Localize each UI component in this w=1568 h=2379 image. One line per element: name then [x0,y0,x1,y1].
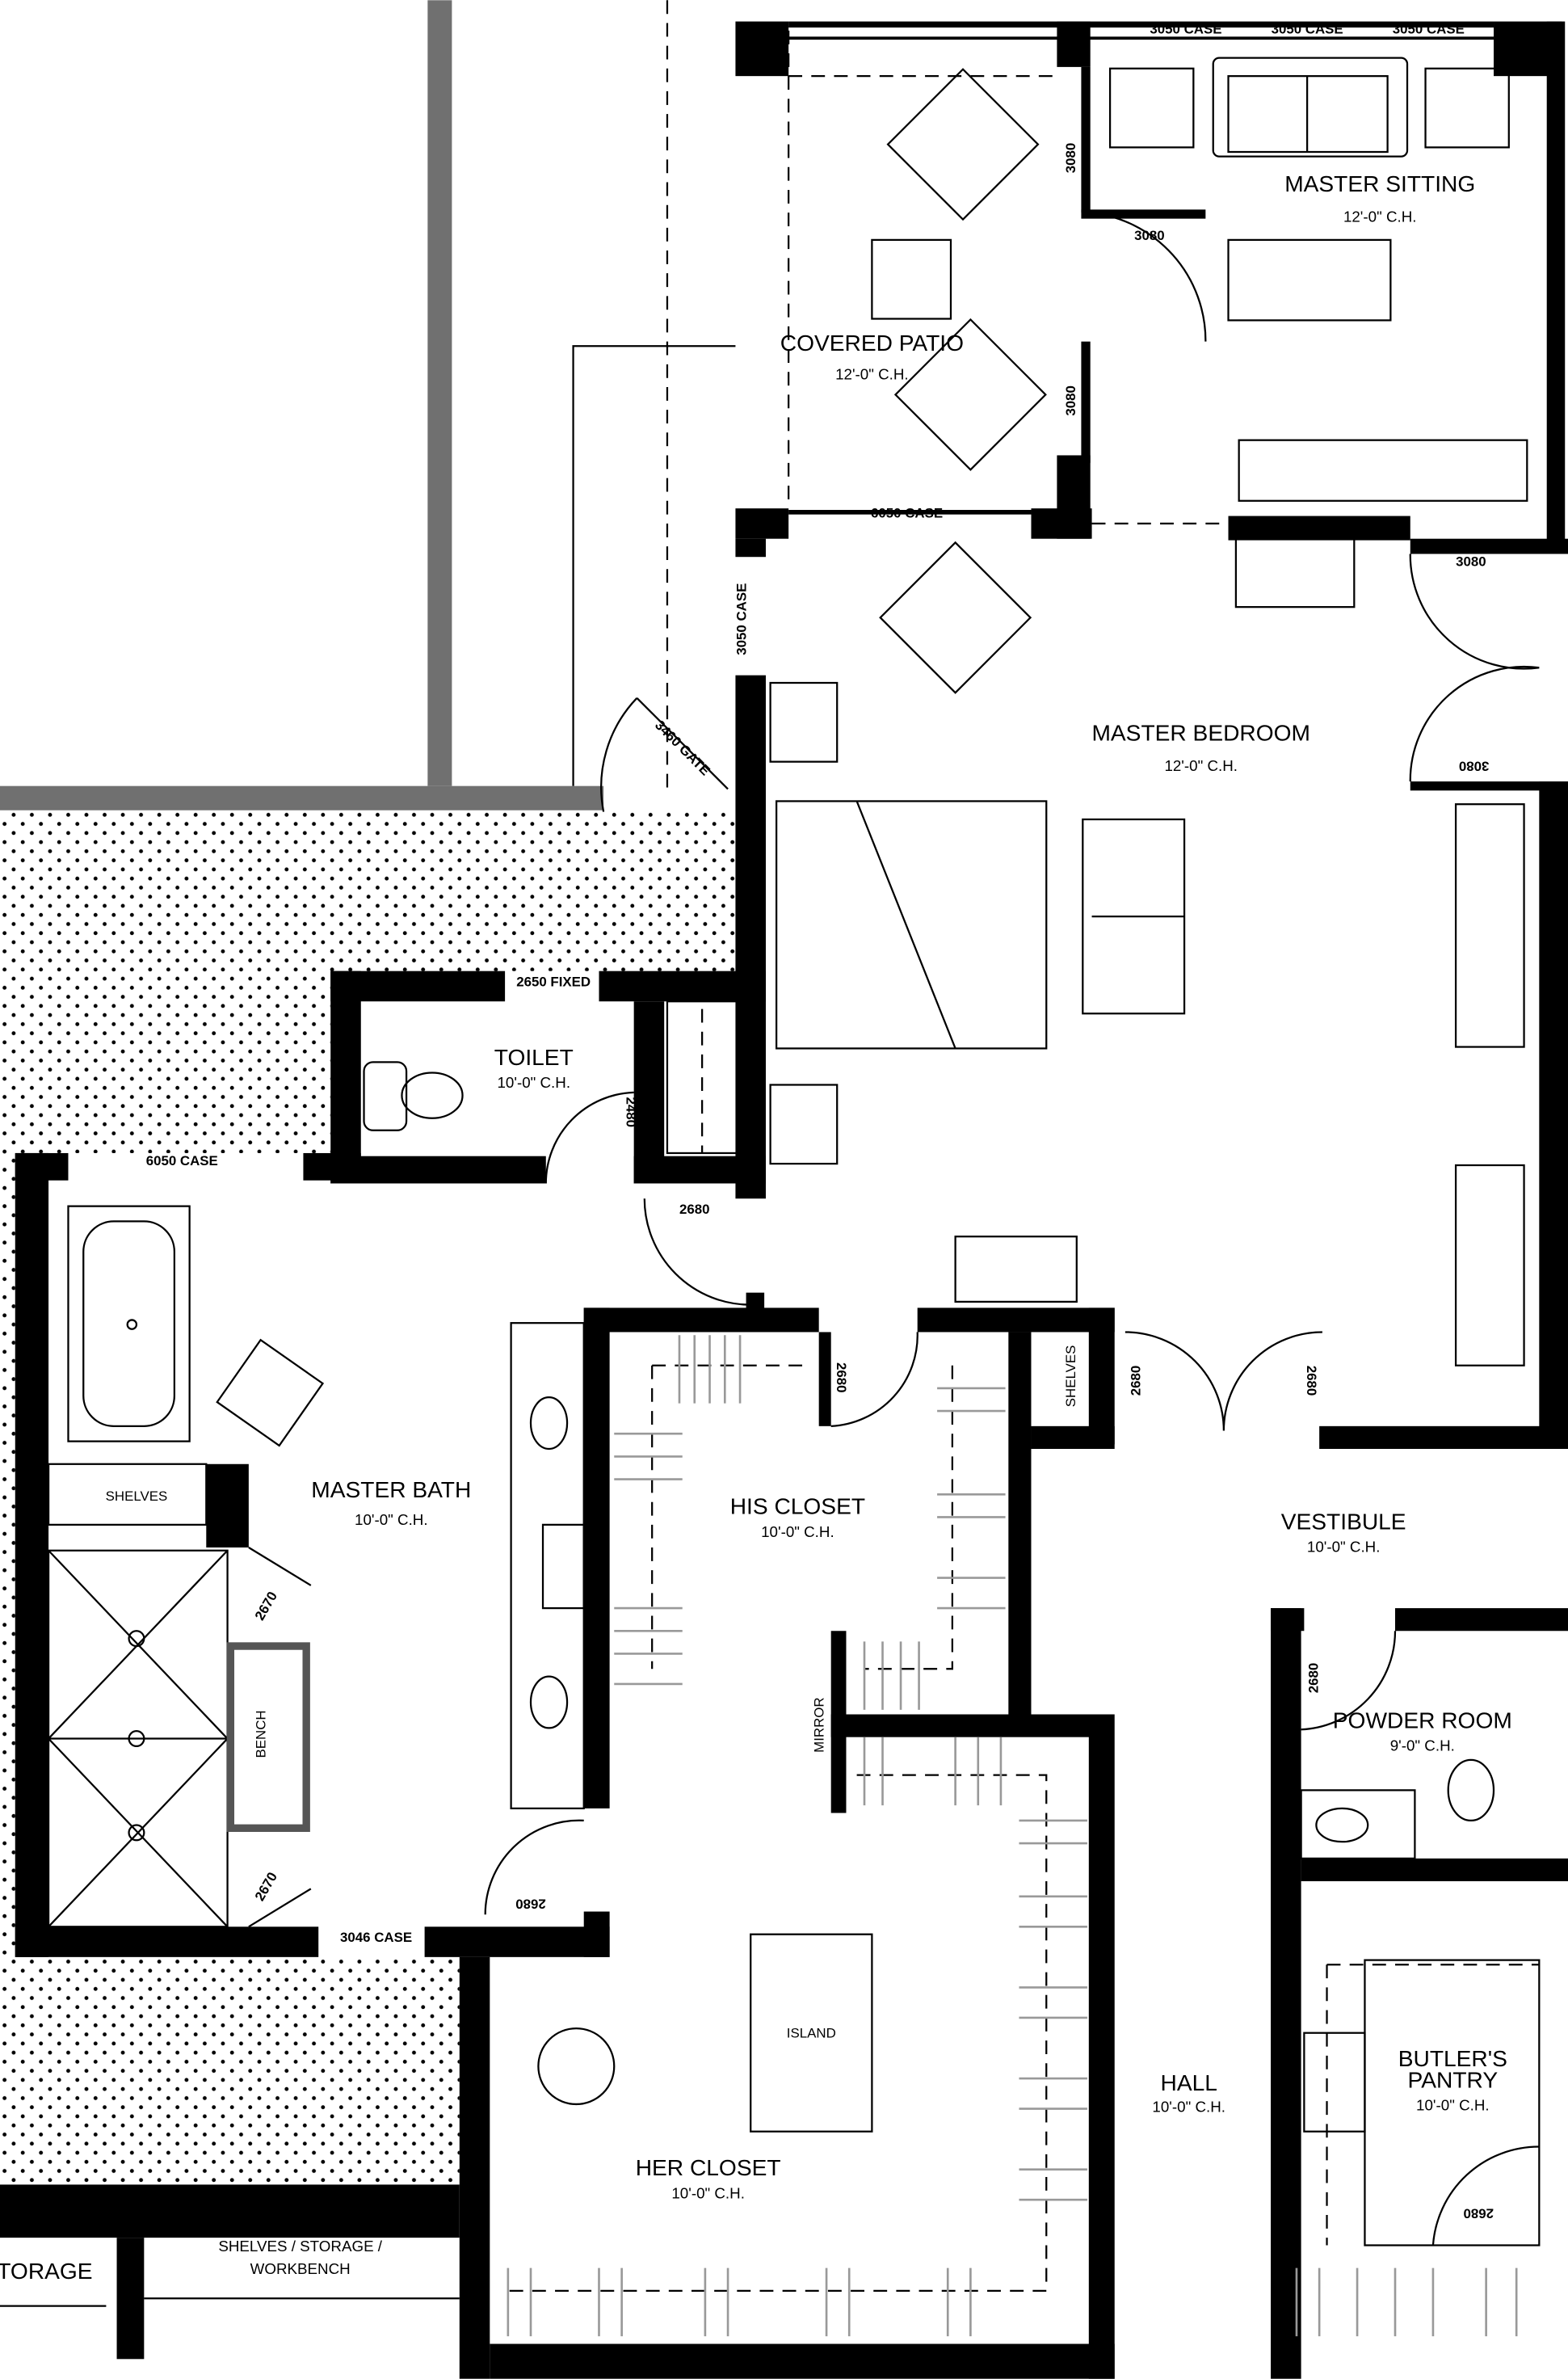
room-name-his-closet: HIS CLOSET [730,1494,865,1519]
ceiling-height-master-bath: 10'-0" C.H. [355,1511,428,1528]
room-name-master-bath: MASTER BATH [311,1477,471,1502]
ceiling-height-vestibule: 10'-0" C.H. [1307,1539,1381,1556]
furniture [0,57,1541,2307]
patio-outline [666,0,1410,789]
property-line [572,345,736,786]
room-name-powder-room: POWDER ROOM [1333,1707,1512,1733]
window-label: 3050 CASE [734,583,750,655]
fixture-labels: SHELVES SHELVES BENCH MIRROR ISLAND SHEL… [106,1345,1078,2278]
window-label: 6050 CASE [146,1153,218,1168]
room-name-covered-patio: COVERED PATIO [780,331,964,356]
window-label: 2650 FIXED [516,974,591,989]
window-label: 3050 CASE [1272,22,1343,37]
shelves-label: SHELVES [106,1488,168,1504]
workbench-label-line1: SHELVES / STORAGE / [218,2238,382,2255]
workbench-label-line2: WORKBENCH [250,2260,351,2277]
door-label: 2680 [1304,1366,1319,1396]
door-label: 2680 [1129,1366,1144,1396]
window-label: 3046 CASE [467,2027,482,2099]
window-label: 2060 FIXED [14,1832,29,1906]
window-label: 6050 CASE [871,505,943,520]
door-label: 3080 [1063,385,1078,416]
room-name-master-bedroom: MASTER BEDROOM [1091,720,1309,745]
gate-label: 3460 GATE [652,718,713,779]
room-name-her-closet: HER CLOSET [636,2155,781,2180]
window-label: 3050 CASE [1393,22,1465,37]
bench-label: BENCH [254,1710,269,1758]
room-name-butlers-pantry-line1: BUTLER'S [1398,2046,1507,2071]
room-labels: MASTER SITTING 12'-0" C.H. COVERED PATIO… [0,171,1512,2284]
ceiling-height-hall: 10'-0" C.H. [1152,2098,1225,2115]
door-label: 3080 [1134,228,1165,243]
door-label: 2680 [1463,2205,1494,2221]
room-name-butlers-pantry-line2: PANTRY [1408,2067,1499,2092]
island-label: ISLAND [787,2025,836,2040]
room-name-master-sitting: MASTER SITTING [1284,171,1475,196]
shelves-label-closet: SHELVES [1063,1345,1078,1408]
door-label: 3080 [1456,554,1486,569]
window-label: 3046 CASE [340,1930,412,1945]
room-name-hall: HALL [1161,2070,1217,2095]
opening-labels: 3050 CASE 3050 CASE 3050 CASE 3080 3080 … [14,22,1494,2221]
ceiling-height-her-closet: 10'-0" C.H. [671,2184,745,2201]
door-label: 2680 [1305,1663,1321,1694]
window-label: 2060 FIXED [14,1571,29,1645]
door-label: 2680 [834,1362,849,1393]
ceiling-height-master-sitting: 12'-0" C.H. [1343,208,1417,225]
window-label: 6050 CASE [14,1295,29,1366]
ceiling-height-his-closet: 10'-0" C.H. [761,1523,834,1540]
closet-racks [507,1335,1518,2337]
ceiling-height-powder-room: 9'-0" C.H. [1390,1737,1455,1754]
door-label: 2670 [252,1589,280,1623]
room-name-vestibule: VESTIBULE [1281,1509,1406,1534]
walls [0,21,1568,2379]
hatched-terrace [0,811,736,2185]
room-name-toilet: TOILET [494,1045,574,1070]
door-label: 2680 [515,1897,546,1912]
door-label: 3080 [1459,759,1490,774]
ceiling-height-covered-patio: 12'-0" C.H. [835,366,909,383]
exterior-gray-wall [0,0,604,811]
room-name-storage: TORAGE [0,2259,93,2284]
door-label: 2480 [623,1097,638,1127]
door-label: 3080 [1063,143,1078,174]
window-label: 3050 CASE [1150,22,1221,37]
door-label: 2680 [679,1202,710,1217]
ceiling-height-butlers-pantry: 10'-0" C.H. [1416,2096,1490,2113]
door-swings [248,211,1540,2246]
door-label: 2670 [252,1870,280,1904]
mirror-label: MIRROR [811,1697,826,1752]
ceiling-height-master-bedroom: 12'-0" C.H. [1164,757,1238,774]
ceiling-height-toilet: 10'-0" C.H. [497,1074,570,1091]
